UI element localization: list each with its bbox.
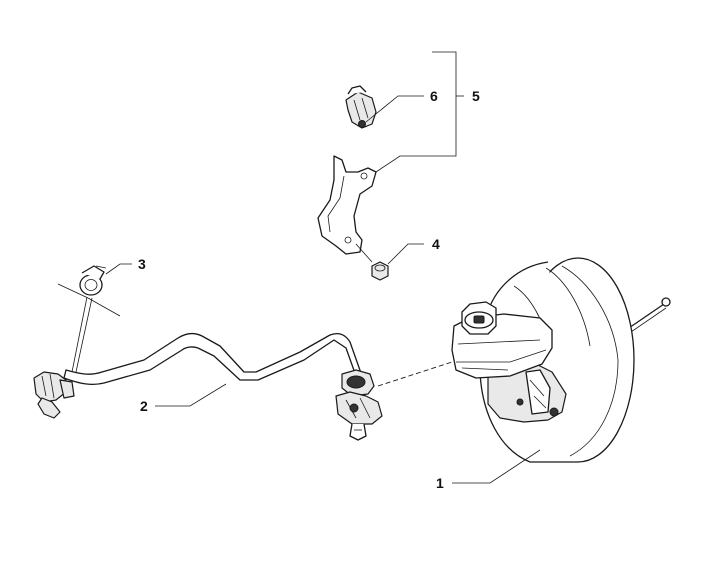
callout-label-3: 3 xyxy=(138,256,146,272)
callout-label-4: 4 xyxy=(432,236,440,252)
connection-dashed-line xyxy=(377,361,453,387)
hose-clamp-part[interactable] xyxy=(79,265,107,296)
callout-leaders xyxy=(105,51,541,484)
callout-label-5: 5 xyxy=(472,88,480,104)
brake-booster-part[interactable] xyxy=(451,257,671,463)
clamp-guide-lines xyxy=(57,283,121,373)
bracket-clip-part[interactable] xyxy=(345,85,377,129)
nut-part[interactable] xyxy=(355,243,389,281)
callout-label-6: 6 xyxy=(430,88,438,104)
callout-labels: 1 2 3 4 5 6 xyxy=(138,88,480,491)
callout-label-2: 2 xyxy=(140,398,148,414)
callout-label-1: 1 xyxy=(436,475,444,491)
vacuum-hose-part[interactable] xyxy=(33,332,383,441)
mounting-bracket-part[interactable] xyxy=(317,155,377,255)
